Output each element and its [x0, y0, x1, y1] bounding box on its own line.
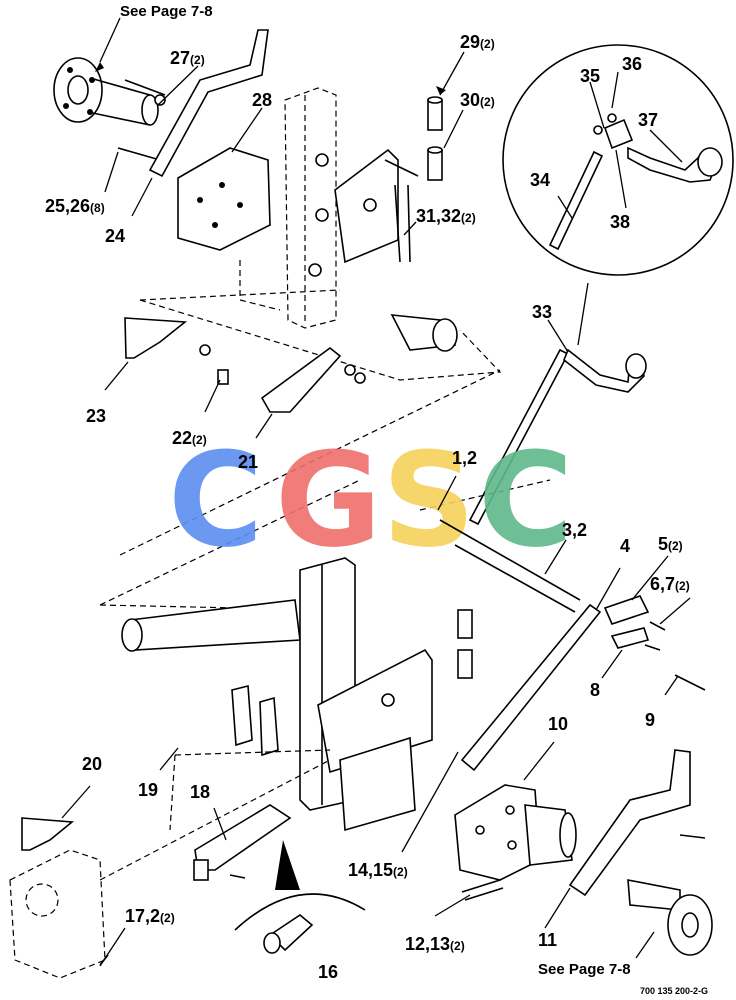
page-reference-top: See Page 7-8	[120, 3, 213, 20]
callout-14-15: 14,15(2)	[348, 860, 408, 880]
callout-10: 10	[548, 714, 568, 734]
mounting-plate-28	[177, 147, 271, 251]
callout-16: 16	[318, 962, 338, 982]
callout-29: 29(2)	[460, 32, 495, 52]
callout-6-7: 6,7(2)	[650, 574, 690, 594]
callout-1-2: 1,2	[452, 448, 477, 468]
plate-8	[610, 627, 650, 649]
callout-33: 33	[532, 302, 552, 322]
lever-arm-4	[460, 603, 602, 772]
callout-20: 20	[82, 754, 102, 774]
washer	[154, 94, 166, 106]
callout-18: 18	[190, 782, 210, 802]
callout-17-2: 17,2(2)	[125, 906, 175, 926]
callout-38: 38	[610, 212, 630, 232]
bolt-31-32	[394, 184, 411, 263]
top-assembly	[53, 29, 502, 413]
callout-27: 27(2)	[170, 48, 205, 68]
detail-inset	[502, 44, 734, 346]
bushing-29	[427, 96, 443, 131]
callout-28: 28	[252, 90, 272, 110]
callout-3-2: 3,2	[562, 520, 587, 540]
bolt-upper	[124, 79, 166, 96]
lower-assembly	[9, 519, 713, 979]
support-arm-11	[568, 749, 691, 897]
callout-30: 30(2)	[460, 90, 495, 110]
callout-25-26: 25,26(8)	[45, 196, 105, 216]
callout-24: 24	[105, 226, 125, 246]
pin-22	[217, 369, 229, 385]
bracket-23	[124, 317, 188, 359]
square-mount	[339, 736, 416, 832]
page-reference-bottom: See Page 7-8	[538, 961, 631, 978]
callout-23: 23	[86, 406, 106, 426]
rod-34	[548, 150, 604, 251]
watermark-letter-g: G	[275, 424, 382, 576]
watermark-letter-s: S	[382, 424, 476, 576]
callout-11: 11	[538, 930, 557, 950]
drawing-code: 700 135 200-2-G	[640, 986, 708, 996]
hub-flange-top	[53, 57, 159, 126]
callout-36: 36	[622, 54, 642, 74]
hub-flange-bottom	[627, 879, 713, 956]
flange-dashed	[9, 849, 106, 979]
frame-outline-mid	[99, 369, 551, 611]
callout-12-13: 12,13(2)	[405, 934, 465, 954]
callout-34: 34	[530, 170, 550, 190]
callout-labels: See Page 7-8 27(2) 28 29(2) 30(2) 25,26(…	[45, 3, 708, 996]
callout-5: 5(2)	[658, 534, 683, 554]
watermark-letter-c2: C	[478, 424, 573, 576]
support-arm-24	[148, 29, 269, 178]
side-plate-top	[334, 148, 399, 264]
watermark-letter-c1: C	[168, 424, 263, 576]
plate-5	[603, 595, 650, 625]
bracket-21	[260, 346, 342, 413]
callout-9: 9	[645, 710, 655, 730]
callout-21: 21	[238, 452, 258, 472]
callout-31-32: 31,32(2)	[416, 206, 476, 226]
frame-outline-top	[139, 260, 502, 381]
frame-post-top	[284, 87, 337, 329]
bracket-18	[194, 804, 292, 871]
bracket-20	[21, 817, 75, 851]
bushing-30	[427, 146, 443, 181]
bolt-25-26	[117, 147, 161, 161]
callout-4: 4	[620, 536, 630, 556]
bracket-38	[603, 118, 634, 150]
bolt-12-13	[461, 879, 504, 901]
callout-8: 8	[590, 680, 600, 700]
callout-35: 35	[580, 66, 600, 86]
leader-lines	[61, 17, 691, 967]
callout-19: 19	[138, 780, 158, 800]
callout-22: 22(2)	[172, 428, 207, 448]
callout-37: 37	[638, 110, 658, 130]
control-rod-33	[468, 348, 647, 526]
watermark: C G S C	[168, 424, 573, 576]
